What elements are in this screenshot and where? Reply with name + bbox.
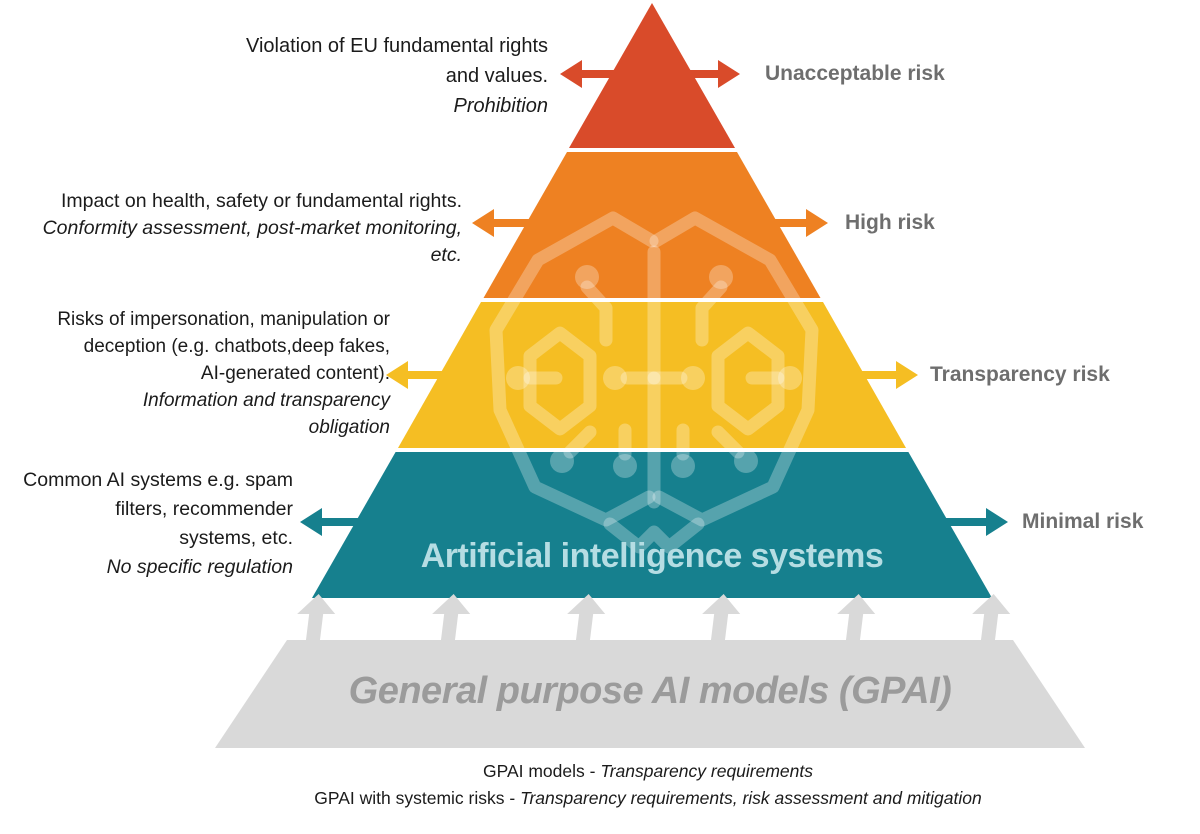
footer-requirement: Transparency requirements [600,761,814,781]
obligation-line: Conformity assessment, post-market monit… [42,217,462,239]
gpai-up-arrow-icon [567,594,606,652]
description-line: deception (e.g. chatbots,deep fakes, [83,336,390,357]
gpai-up-arrow-icon [702,594,741,652]
band-transparency-risk [398,302,906,448]
gpai-caption: General purpose AI models (GPAI) [348,670,952,712]
high-risk-arrows [472,209,828,237]
obligation-line: obligation [308,417,390,438]
pyramid-caption: Artificial intelligence systems [420,537,884,575]
description-line: Impact on health, safety or fundamental … [60,190,462,212]
left-arrow-icon [472,209,530,237]
description-line: Common AI systems e.g. spam [23,469,293,491]
minimal-risk-annotation: Common AI systems e.g. spam filters, rec… [23,466,293,582]
left-arrow-icon [560,60,614,88]
unacceptable-risk-arrows [560,60,740,88]
description-line: Risks of impersonation, manipulation or [57,309,390,330]
left-arrow-icon [386,361,443,389]
unacceptable-risk-annotation: Violation of EU fundamental rights and v… [148,31,548,121]
transparency-risk-arrows [386,361,918,389]
description-line: and values. [445,65,548,87]
gpai-up-arrow-icon [432,594,471,652]
gpai-up-arrow-icon [972,594,1011,652]
description-line: systems, etc. [179,527,293,549]
obligation-line: Prohibition [453,95,548,117]
right-arrow-icon [946,508,1008,536]
high-risk-annotation: Impact on health, safety or fundamental … [42,188,462,269]
band-unacceptable-risk [569,3,735,148]
brain-circuit-watermark [489,211,819,554]
footer-line-gpai-models: GPAI models - Transparency requirements [48,758,1200,785]
footer-prefix: GPAI with systemic risks - [314,788,521,808]
obligation-line: No specific regulation [106,556,293,578]
left-arrow-icon [300,508,358,536]
label-high-risk: High risk [845,211,935,234]
right-arrow-icon [862,361,918,389]
footer-prefix: GPAI models - [482,761,601,781]
band-minimal-risk [312,452,992,598]
obligation-line: Information and transparency [142,390,390,411]
right-arrow-icon [774,209,828,237]
right-arrow-icon [690,60,740,88]
transparency-risk-annotation: Risks of impersonation, manipulation or … [30,306,390,441]
gpai-base [215,594,1085,748]
label-minimal-risk: Minimal risk [1022,510,1144,533]
gpai-up-arrow-icon [837,594,876,652]
description-line: Violation of EU fundamental rights [245,35,548,57]
minimal-risk-arrows [300,508,1008,536]
band-high-risk [483,152,821,298]
footer-requirement: Transparency requirements, risk assessme… [520,788,982,808]
description-line: filters, recommender [115,498,293,520]
gpai-footer-notes: GPAI models - Transparency requirements … [48,758,1200,812]
footer-line-gpai-systemic: GPAI with systemic risks - Transparency … [48,785,1200,812]
label-unacceptable-risk: Unacceptable risk [765,62,945,85]
description-line: AI-generated content). [200,363,390,384]
gpai-trapezoid [215,640,1085,748]
label-transparency-risk: Transparency risk [930,363,1110,386]
obligation-line: etc. [430,244,462,266]
gpai-up-arrow-icon [297,594,336,652]
